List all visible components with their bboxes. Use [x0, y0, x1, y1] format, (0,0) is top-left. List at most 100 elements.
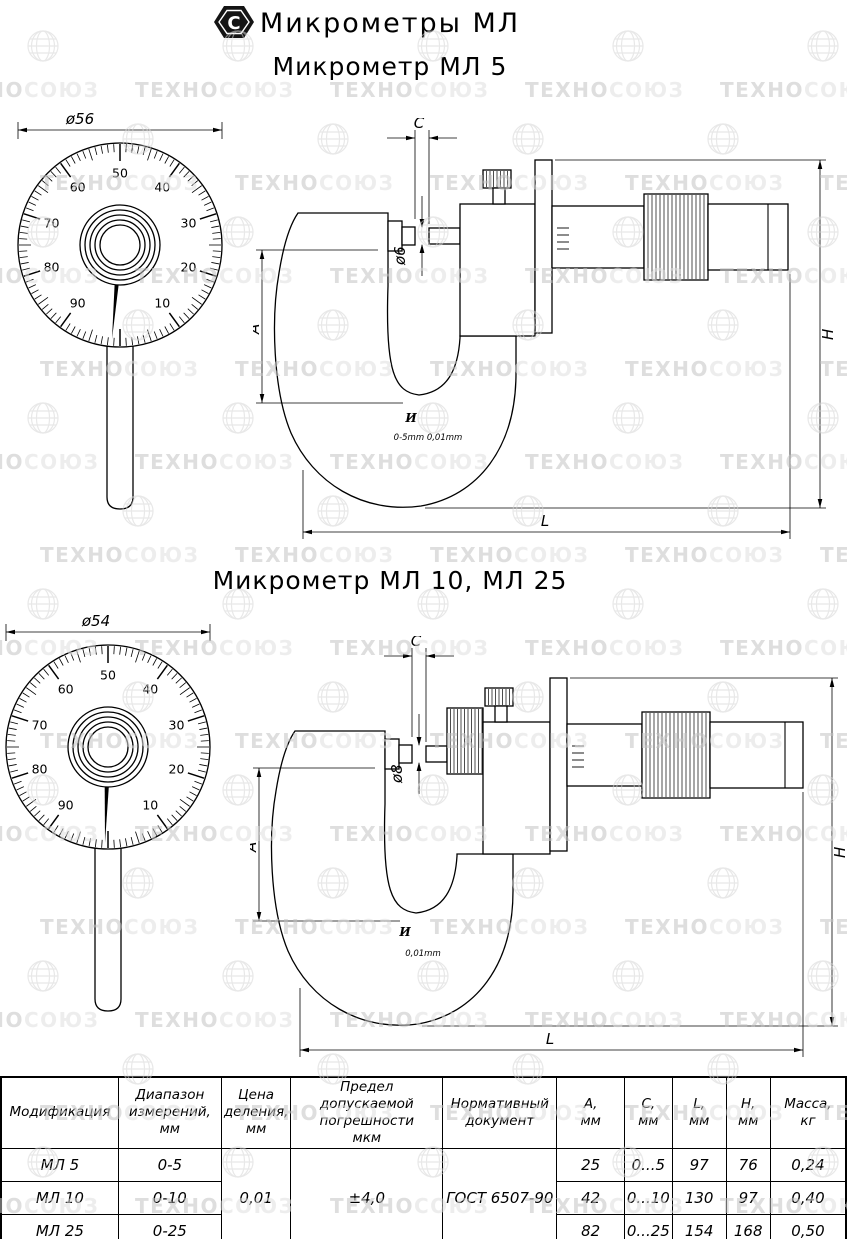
globe-icon	[807, 30, 839, 62]
watermark-text: ТЕХНОСОЮЗ	[135, 78, 295, 102]
barrel	[566, 723, 643, 787]
col-header-c: С, мм	[623, 1076, 673, 1149]
cell-a: 42	[556, 1180, 625, 1215]
spec-table: Модификация Диапазон измерений, мм Цена …	[0, 1076, 847, 1239]
svg-text:50: 50	[112, 166, 128, 181]
cell-l: 154	[671, 1213, 727, 1239]
dial-diameter-label: ø54	[81, 615, 110, 630]
svg-text:80: 80	[44, 260, 60, 275]
dim-a-label: A	[250, 842, 260, 853]
svg-text:20: 20	[169, 762, 185, 777]
spindle-housing	[459, 203, 536, 337]
dial-diameter-dimension: ø56	[17, 113, 223, 139]
svg-text:60: 60	[58, 681, 74, 696]
col-header-h: Н, мм	[725, 1076, 771, 1149]
cell-mass: 0,50	[769, 1213, 847, 1239]
svg-text:40: 40	[154, 179, 170, 194]
globe-icon	[807, 588, 839, 620]
watermark-text: ТЕХНОСОЮЗ	[720, 78, 847, 102]
clamp-knob	[484, 687, 514, 707]
svg-text:50: 50	[100, 668, 116, 683]
flange	[534, 159, 553, 334]
cell-mass: 0,40	[769, 1180, 847, 1215]
cell-document: ГОСТ 6507-90	[442, 1147, 558, 1239]
cell-mass: 0,24	[769, 1147, 847, 1182]
watermark-text: ТЕХНОСОЮЗ	[330, 78, 490, 102]
spindle	[425, 745, 448, 763]
cell-name: МЛ 10	[0, 1180, 119, 1215]
dim-l-label: L	[541, 512, 549, 530]
cell-l: 97	[671, 1147, 727, 1182]
dial-diameter-dimension: ø54	[5, 615, 211, 641]
dim-h-label: H	[831, 847, 847, 858]
thimble-knurl	[641, 711, 711, 799]
watermark-text: ТЕХНОСОЮЗ	[0, 78, 100, 102]
cell-c: 0...10	[623, 1180, 673, 1215]
cell-c: 0...5	[623, 1147, 673, 1182]
col-header-range: Диапазон измерений, мм	[117, 1076, 222, 1149]
svg-text:80: 80	[32, 762, 48, 777]
col-header-division: Цена деления, мм	[220, 1076, 292, 1149]
svg-text:20: 20	[181, 260, 197, 275]
dim-c-label: C	[414, 118, 425, 132]
ratchet	[709, 721, 804, 789]
table-row-ml10: МЛ 10 0-10 42 0...10 130 97 0,40	[0, 1180, 847, 1215]
svg-text:30: 30	[169, 717, 185, 732]
clamp-neck	[492, 187, 506, 205]
table-row-ml5: МЛ 5 0-5 0,01 ±4,0 ГОСТ 6507-90 25 0...5…	[0, 1147, 847, 1239]
dim-diameter-label: ø6	[391, 246, 409, 266]
barrel	[551, 205, 645, 269]
table-row-ml25: МЛ 25 0-25 82 0...25 154 168 0,50	[0, 1213, 847, 1239]
dimension-c: C	[384, 636, 454, 742]
svg-text:70: 70	[44, 215, 60, 230]
subtitle-ml10-ml25: Микрометр МЛ 10, МЛ 25	[212, 566, 568, 595]
cell-h: 76	[725, 1147, 771, 1182]
technosoyuz-logo-icon: С	[214, 6, 254, 38]
dimension-l: L	[302, 274, 791, 539]
svg-text:10: 10	[142, 798, 158, 813]
table-header-row: Модификация Диапазон измерений, мм Цена …	[0, 1076, 847, 1149]
cell-name: МЛ 5	[0, 1147, 119, 1182]
anvil	[401, 226, 416, 246]
col-header-a: А, мм	[556, 1076, 625, 1149]
dim-c-label: C	[411, 636, 422, 650]
col-header-error: Предел допускаемой погрешности мкм	[290, 1076, 444, 1149]
frame-outline	[273, 212, 517, 508]
cell-c: 0...25	[623, 1213, 673, 1239]
cell-l: 130	[671, 1180, 727, 1215]
flange	[549, 677, 568, 852]
svg-text:90: 90	[58, 798, 74, 813]
dial-center-hole	[87, 726, 129, 768]
subtitle-ml5: Микрометр МЛ 5	[272, 52, 508, 81]
col-header-l: L, мм	[671, 1076, 727, 1149]
watermark-text: ТЕХНОСОЮЗ	[525, 78, 685, 102]
cell-a: 25	[556, 1147, 625, 1182]
cell-h: 168	[725, 1213, 771, 1239]
thimble-knurl	[643, 193, 709, 281]
frame-outline	[270, 730, 514, 1026]
page-title: Микрометры МЛ	[259, 8, 521, 39]
svg-text:30: 30	[181, 215, 197, 230]
dimension-a: A	[250, 767, 400, 922]
col-header-modification: Модификация	[0, 1076, 119, 1149]
cell-range: 0-25	[117, 1213, 222, 1239]
clamp-knob	[482, 169, 512, 189]
cell-h: 97	[725, 1180, 771, 1215]
dimension-c: C	[387, 118, 457, 224]
dim-a-label: A	[253, 324, 263, 335]
cell-range: 0-10	[117, 1180, 222, 1215]
svg-text:60: 60	[70, 179, 86, 194]
dim-diameter-label: ø8	[388, 764, 406, 784]
logo-letter: С	[227, 13, 240, 34]
anvil	[398, 744, 413, 764]
dimension-a: A	[253, 249, 403, 404]
svg-text:40: 40	[142, 681, 158, 696]
cell-error: ±4,0	[290, 1147, 444, 1239]
clamp-neck	[494, 705, 508, 723]
dimension-l: L	[299, 792, 804, 1057]
dial-stem	[94, 847, 122, 1012]
col-header-document: Нормативный документ	[442, 1076, 558, 1149]
